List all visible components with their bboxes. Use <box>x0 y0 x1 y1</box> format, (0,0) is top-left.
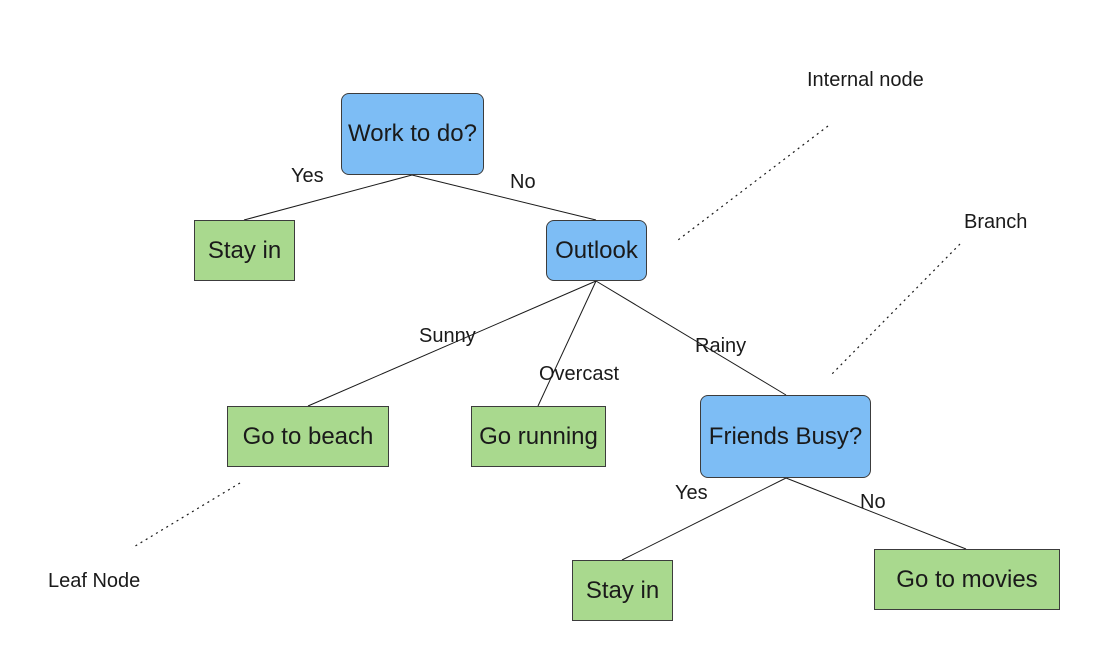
leaf-stay-in-2: Stay in <box>572 560 673 621</box>
edge-outlook-beach <box>307 280 597 407</box>
edge-label-friends-no: No <box>860 491 886 513</box>
edge-label-sunny: Sunny <box>419 325 476 347</box>
edge-label-work-yes: Yes <box>291 165 324 187</box>
annotation-internal-node: Internal node <box>807 69 924 91</box>
node-outlook: Outlook <box>546 220 647 281</box>
annotation-leaf-node: Leaf Node <box>48 570 141 592</box>
leaf-go-to-beach: Go to beach <box>227 406 389 467</box>
pointer-leaf-node <box>131 482 241 549</box>
edge-work-outlook <box>411 174 597 221</box>
pointer-branch <box>829 243 961 377</box>
edge-label-overcast: Overcast <box>539 363 620 385</box>
leaf-stay-in-1: Stay in <box>194 220 295 281</box>
edge-work-stayin <box>243 174 413 221</box>
edge-outlook-friends <box>595 280 787 396</box>
annotation-branch: Branch <box>964 211 1028 233</box>
edge-label-work-no: No <box>510 171 536 193</box>
pointer-internal-node <box>677 125 829 241</box>
node-work-to-do: Work to do? <box>341 93 484 175</box>
edge-label-rainy: Rainy <box>695 335 747 357</box>
edge-label-friends-yes: Yes <box>675 482 708 504</box>
edge-outlook-running <box>537 280 597 407</box>
leaf-go-to-movies: Go to movies <box>874 549 1060 610</box>
edge-friends-movies <box>785 477 967 550</box>
node-friends-busy: Friends Busy? <box>700 395 871 478</box>
leaf-go-running: Go running <box>471 406 606 467</box>
edge-friends-stayin <box>621 477 787 561</box>
